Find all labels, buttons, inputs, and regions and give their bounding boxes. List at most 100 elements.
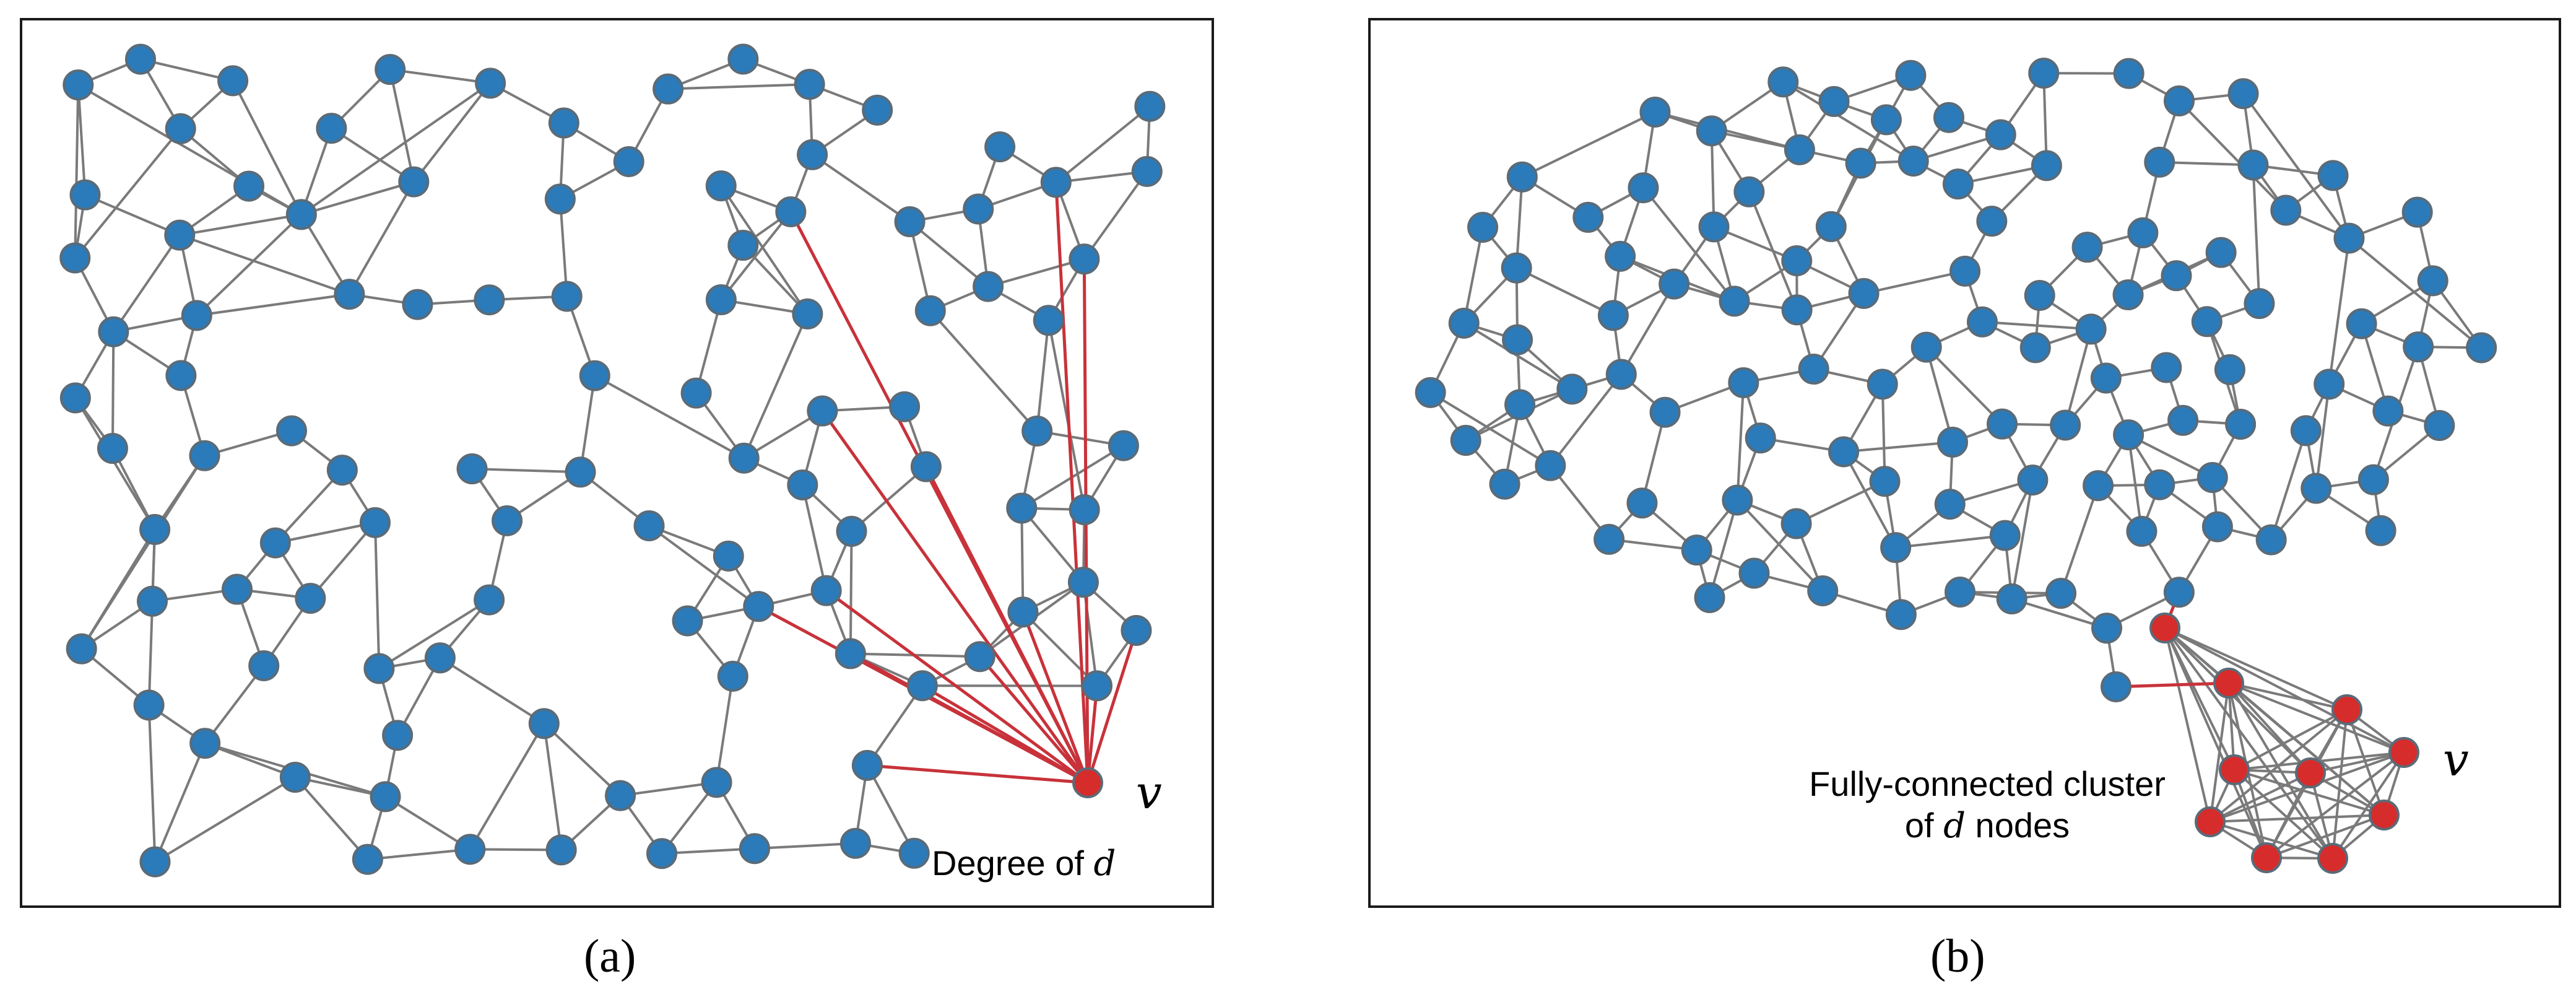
panel-a-annotation-text: Degree of — [932, 844, 1094, 883]
panel-b-node — [1572, 201, 1604, 233]
panel-b-edge — [2127, 434, 2143, 532]
panel-b-node — [1845, 147, 1876, 179]
panel-b-node — [1848, 277, 1880, 309]
panel-a-red-edge — [978, 655, 1089, 784]
panel-b-cluster-edge — [2164, 627, 2405, 754]
panel-b-edge — [1895, 534, 2005, 549]
panel-a-node — [424, 642, 456, 674]
panel-a-edge — [384, 795, 471, 851]
panel-b-node — [1945, 576, 1976, 608]
panel-a-node — [454, 834, 486, 865]
panel-b-annotation-suffix: nodes — [1965, 806, 2070, 845]
panel-a-edge — [668, 83, 810, 90]
panel-a-node — [139, 846, 171, 878]
panel-a-node — [475, 68, 506, 99]
panel-a-red-edge — [867, 764, 1088, 785]
panel-a-node — [402, 289, 433, 320]
panel-b-cluster-node — [2213, 668, 2244, 699]
panel-b-node — [1933, 102, 1964, 133]
panel-a-node — [275, 415, 307, 447]
panel-b-node — [1605, 240, 1636, 272]
panel-a-edge — [594, 374, 745, 460]
panel-a-node — [66, 633, 97, 665]
panel-b-node — [1738, 557, 1770, 589]
panel-b-edge — [2178, 100, 2287, 211]
panel-b-node — [1976, 206, 2008, 237]
panel-b-node — [1535, 450, 1566, 481]
panel-a-node — [295, 583, 326, 614]
panel-b-node — [1895, 59, 1927, 91]
panel-a-node — [910, 451, 942, 482]
panel-b-node — [1556, 373, 1588, 405]
panel-a-node — [1040, 167, 1072, 198]
panel-b-node — [2314, 368, 2345, 400]
panel-b-node — [2028, 58, 2060, 89]
panel-a-node — [63, 69, 94, 101]
panel-a-node — [97, 433, 128, 464]
panel-a-node — [139, 513, 171, 545]
panel-a-node — [743, 591, 774, 622]
panel-a-edge — [274, 469, 344, 544]
panel-b-node — [1867, 368, 1898, 400]
panel-a-edge — [74, 128, 182, 259]
panel-b-node — [2424, 410, 2455, 442]
panel-a-node — [705, 170, 737, 202]
panel-a-node — [672, 605, 703, 637]
panel-a-node — [474, 284, 505, 316]
panel-a-edge — [866, 685, 924, 767]
panel-b-node — [1949, 255, 1981, 287]
panel-a-edge — [204, 665, 265, 744]
panel-b-edge — [1462, 227, 1485, 324]
panel-b-edge — [2011, 598, 2107, 630]
panel-b-node — [2144, 146, 2175, 178]
panel-a-edge — [275, 521, 376, 544]
panel-a-edge — [232, 80, 303, 216]
panel-a-edge — [754, 842, 856, 850]
panel-a-node — [1131, 155, 1163, 187]
panel-a-node — [69, 179, 101, 211]
panel-a-edge — [929, 310, 1038, 432]
panel-b-node — [2403, 331, 2434, 363]
panel-b-node — [1597, 300, 1629, 331]
panel-a-node — [528, 708, 560, 739]
panel-b-node — [1415, 377, 1446, 408]
panel-b-edge — [1843, 440, 1953, 453]
panel-b-node — [2091, 612, 2123, 644]
panel-b-node — [2017, 464, 2049, 496]
panel-a-edge — [301, 180, 414, 216]
panel-b-node — [2144, 469, 2175, 500]
panel-b-node — [1728, 367, 1759, 398]
panel-b-node — [2071, 232, 2103, 263]
panel-a-node-v — [1072, 767, 1103, 798]
panel-b-edge — [1642, 186, 1736, 302]
panel-a-node — [1069, 494, 1100, 526]
panel-b-cluster-edge — [2346, 709, 2385, 816]
panel-a-edge — [720, 185, 809, 315]
panel-a-node — [165, 360, 197, 391]
panel-a-node — [613, 146, 644, 177]
panel-a-edge — [84, 193, 181, 237]
panel-b-node — [1937, 426, 1969, 458]
panel-b-node — [2167, 404, 2199, 436]
panel-b-node — [2197, 462, 2228, 494]
panel-b-cluster-edge — [2265, 772, 2312, 858]
panel-a-edge — [1055, 105, 1151, 183]
panel-a-node — [835, 638, 866, 669]
panel-a-node — [548, 107, 579, 139]
panel-b-cluster-edge — [2233, 769, 2268, 858]
panel-a-node — [165, 113, 196, 144]
panel-a-edge — [866, 764, 916, 854]
panel-b-node — [1784, 134, 1815, 165]
panel-b-node — [2466, 332, 2497, 364]
panel-b-node-v — [2388, 737, 2419, 768]
panel-b-edge — [1736, 382, 1745, 500]
panel-b-node — [2113, 58, 2144, 89]
panel-b-cluster-edge — [2164, 627, 2348, 711]
panel-b-node — [1649, 396, 1681, 428]
panel-b-node — [2417, 265, 2448, 297]
panel-a-node — [717, 660, 748, 692]
panel-a-node — [728, 442, 760, 474]
panel-b-cluster-edge — [2210, 814, 2385, 823]
panel-b-node — [2225, 409, 2257, 440]
panel-a-node — [1081, 670, 1112, 702]
